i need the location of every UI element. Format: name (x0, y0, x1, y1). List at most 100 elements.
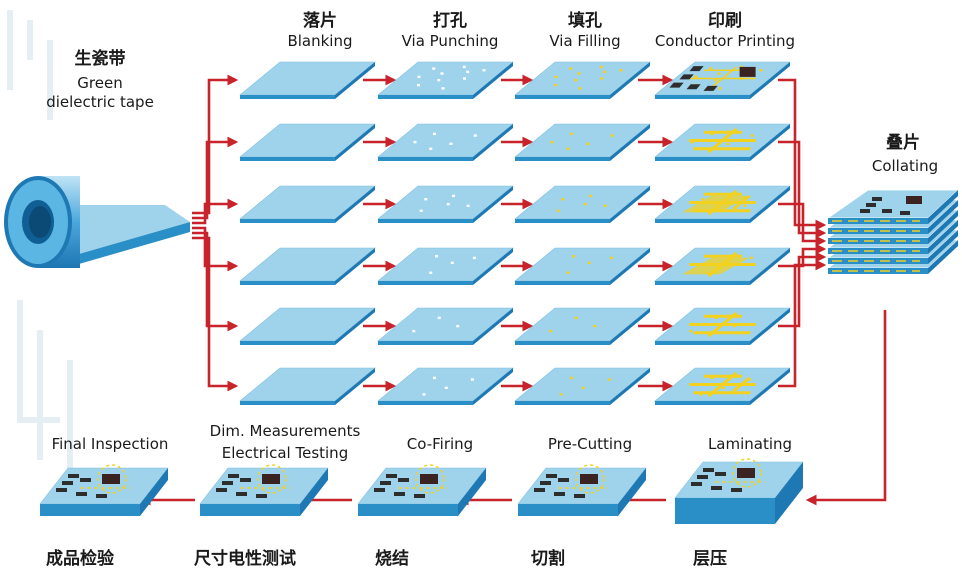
sheet-top (514, 123, 651, 158)
layer-side (928, 240, 958, 274)
via-hole (701, 198, 705, 201)
sheet-top (514, 247, 651, 282)
sheet-edge-side (610, 308, 650, 345)
module-pad (414, 494, 425, 498)
module-row (39, 458, 804, 524)
module-front (518, 504, 618, 516)
module-pad (534, 488, 545, 492)
via-hole (482, 69, 486, 72)
layer-front (828, 228, 928, 234)
stage-inspection-zh: 成品检验 (46, 549, 114, 569)
sheet-edge-front (515, 281, 610, 285)
sheet-edge-front (240, 341, 335, 345)
sheet-top (377, 123, 514, 158)
sheet-edge-front (378, 341, 473, 345)
via-hole (437, 78, 441, 82)
sheet-edge-side (335, 186, 375, 223)
sheet-edge-side (750, 124, 790, 161)
via-hole (566, 271, 570, 274)
sheet-top (377, 307, 514, 342)
via-hole (721, 386, 725, 389)
layer-side (928, 220, 958, 254)
stage-laminating-en: Laminating (707, 435, 793, 453)
via-hole (690, 140, 694, 144)
stack-chip-pad (906, 196, 922, 204)
module-trace (575, 464, 605, 494)
arrow-fanout-2 (192, 136, 239, 220)
via-hole (429, 147, 433, 150)
sheet-r5-c2 (377, 307, 514, 345)
module-front (200, 504, 300, 516)
pad (669, 82, 684, 88)
sheet-r2-c3 (514, 123, 651, 161)
source-label-en-2: dielectric tape (46, 93, 154, 111)
via-hole (743, 204, 747, 207)
stage-inspection-en: Final Inspection (51, 435, 169, 453)
sheet-top (377, 367, 514, 402)
sheet-edge-front (655, 401, 750, 405)
via-hole (549, 329, 553, 333)
module-chip-pad (102, 474, 120, 484)
sheet-r1-c1 (239, 61, 376, 99)
via-hole (449, 142, 453, 145)
via-hole (466, 70, 470, 74)
stack-pad (860, 209, 870, 213)
module-pad (554, 492, 565, 496)
arrow-fanout-1 (192, 74, 239, 215)
sheet-top (239, 123, 376, 158)
module-pad (68, 474, 79, 478)
sheet-edge-side (335, 62, 375, 99)
via-hole (429, 271, 433, 274)
stage-testing-en-2: Electrical Testing (221, 444, 349, 462)
sheet-edge-side (473, 368, 513, 405)
via-hole (456, 324, 460, 328)
module-side (458, 468, 486, 516)
green-tape-roll (4, 176, 190, 268)
module-front (40, 504, 140, 516)
module-4 (199, 464, 329, 516)
layer-front (828, 218, 928, 224)
sheet-edge-side (750, 308, 790, 345)
sheet-top (239, 307, 376, 342)
stage-precutting-zh: 切割 (531, 549, 565, 569)
sheet-edge-side (473, 186, 513, 223)
stage-blanking-zh: 落片 (303, 11, 337, 31)
sheet-top (239, 185, 376, 220)
module-trace (97, 464, 127, 494)
module-3 (357, 464, 487, 516)
via-hole (433, 376, 436, 380)
via-hole (422, 393, 426, 396)
layer-side (928, 210, 958, 244)
via-hole (441, 87, 445, 90)
sheet-top (377, 247, 514, 282)
via-hole (561, 198, 565, 201)
sheet-edge-front (240, 95, 335, 99)
via-hole (433, 132, 436, 136)
module-pad (240, 478, 251, 482)
via-hole (437, 316, 441, 320)
conductor-fill (682, 257, 750, 275)
sheet-edge-front (240, 219, 335, 223)
sheet-edge-front (378, 401, 473, 405)
module-side (300, 468, 328, 516)
sheet-edge-side (473, 248, 513, 285)
module-front (675, 498, 775, 524)
pad (679, 74, 694, 80)
via-hole (587, 261, 591, 265)
via-hole (759, 69, 763, 72)
module-pad (394, 492, 405, 496)
module-pad (380, 481, 391, 485)
stage-filling-zh: 填孔 (568, 11, 602, 31)
via-hole (574, 78, 578, 82)
layer-side (928, 200, 958, 234)
module-pad (228, 474, 239, 478)
via-hole (419, 209, 423, 212)
sheet-top (239, 367, 376, 402)
module-chip-pad (737, 468, 755, 478)
module-pad (715, 472, 726, 476)
via-hole (750, 134, 754, 137)
via-hole (413, 140, 417, 144)
sheet-edge-side (750, 368, 790, 405)
via-hole (574, 316, 578, 320)
sheet-r6-c4 (654, 367, 791, 405)
